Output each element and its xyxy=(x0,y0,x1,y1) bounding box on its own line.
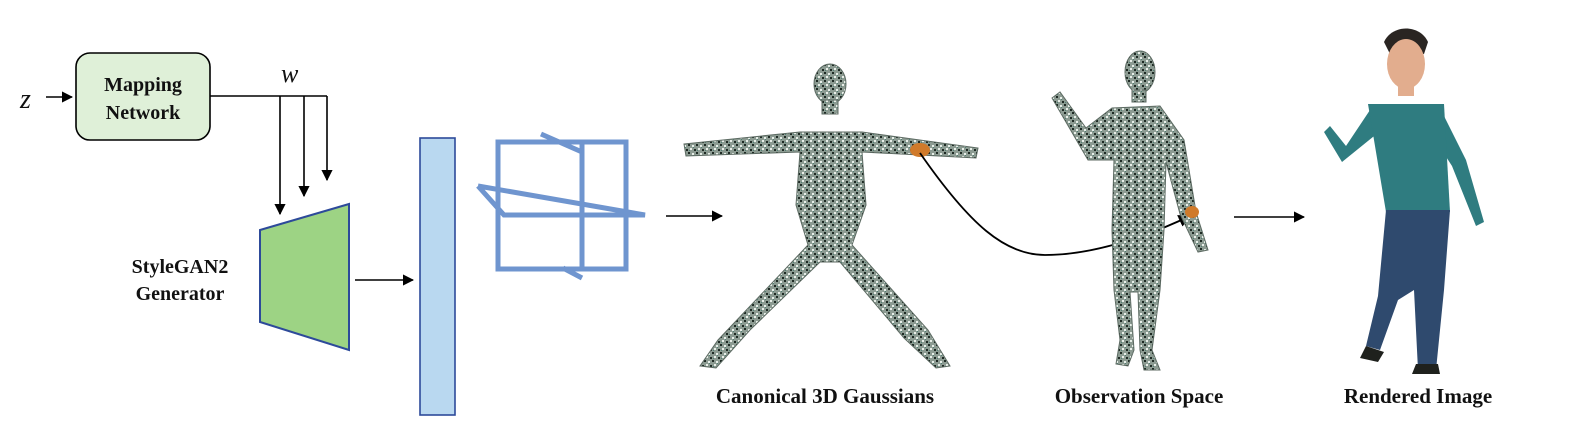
generator-trapezoid xyxy=(259,202,350,352)
rendered-human-figure xyxy=(1324,28,1484,374)
canonical-highlight-patch xyxy=(910,143,930,157)
mapping-network-label-line1: Mapping xyxy=(104,74,182,96)
triplane-icon xyxy=(476,131,646,281)
w-symbol: w xyxy=(281,59,299,88)
observation-space-figure xyxy=(1051,50,1209,371)
mapping-network-label-line2: Network xyxy=(106,102,181,124)
feature-bar xyxy=(419,137,456,416)
observation-highlight-patch xyxy=(1185,206,1199,218)
caption-rendered: Rendered Image xyxy=(1344,384,1492,408)
generator-label-line1: StyleGAN2 xyxy=(132,256,229,278)
caption-observation: Observation Space xyxy=(1055,384,1224,408)
caption-canonical: Canonical 3D Gaussians xyxy=(716,384,934,408)
generator-label-line2: Generator xyxy=(136,283,225,305)
mapping-network-box: Mapping Network xyxy=(75,52,211,141)
shoes xyxy=(1360,346,1440,374)
z-symbol: z xyxy=(19,84,31,115)
style-injection-arrows xyxy=(210,95,333,216)
canonical-gaussians-figure xyxy=(683,63,979,369)
